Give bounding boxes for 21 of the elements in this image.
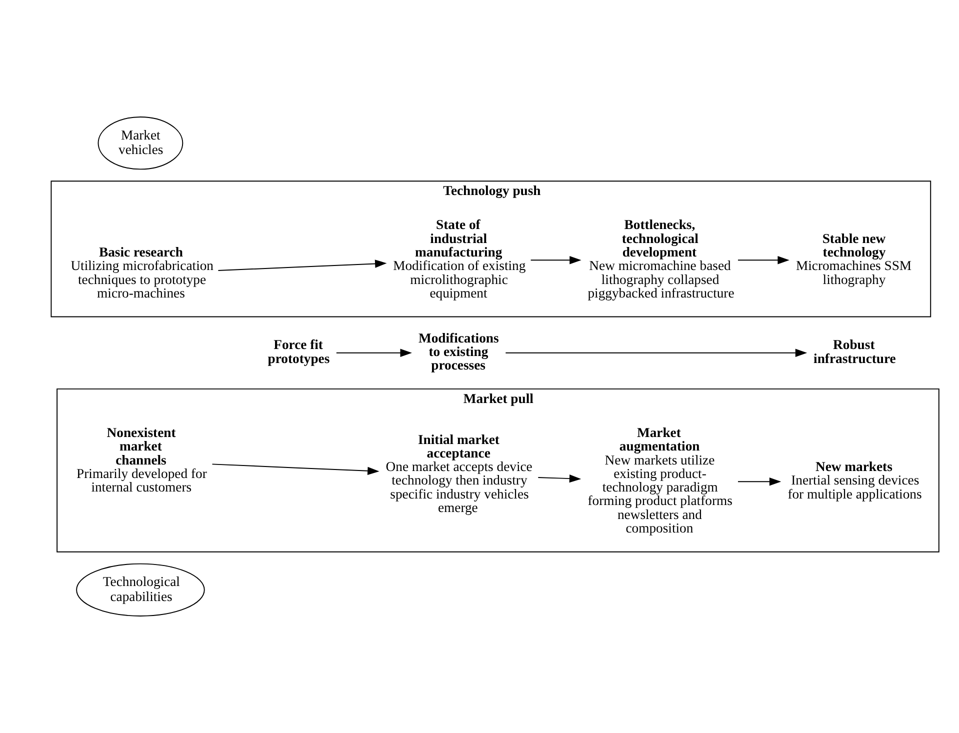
node-text: Basic research Utilizing microfabrication techniques to prototype micro-machines [70, 244, 214, 300]
node-text: Stable new technology Micromachines SSM lithography [796, 230, 912, 287]
node-text: Bottlenecks, technological development New micromachine based lithography collapsed piggybacked infrastructure [588, 217, 734, 300]
arrow [530, 256, 582, 264]
node-text: State of industrial manufacturing Modification of existing microlithographic equipment [393, 217, 526, 300]
arrow [212, 464, 380, 475]
arrow [218, 260, 387, 271]
node-ellipse: Market vehicles [98, 116, 184, 170]
node-text: Robust infrastructure [814, 337, 896, 366]
node-text: Market augmentation New markets utilize existing product-technology paradigm forming product platforms newsletters and composition [588, 424, 732, 536]
arrow [538, 474, 582, 483]
arrow [336, 348, 412, 357]
node-text: Initial market acceptance One market accepts device technology then industry specific industry vehicles emerge [386, 432, 532, 516]
node-text: Nonexistent market channels Primarily developed for internal customers [76, 424, 207, 495]
node-text: Modifications to existing processes [418, 330, 499, 373]
node-text: Force fit prototypes [268, 337, 330, 366]
node-ellipse: Technological capabilities [76, 563, 205, 616]
arrow [738, 256, 790, 264]
node-text: New markets Inertial sensing devices for multiple applications [788, 459, 922, 502]
arrow [505, 348, 808, 357]
arrow [738, 478, 782, 486]
